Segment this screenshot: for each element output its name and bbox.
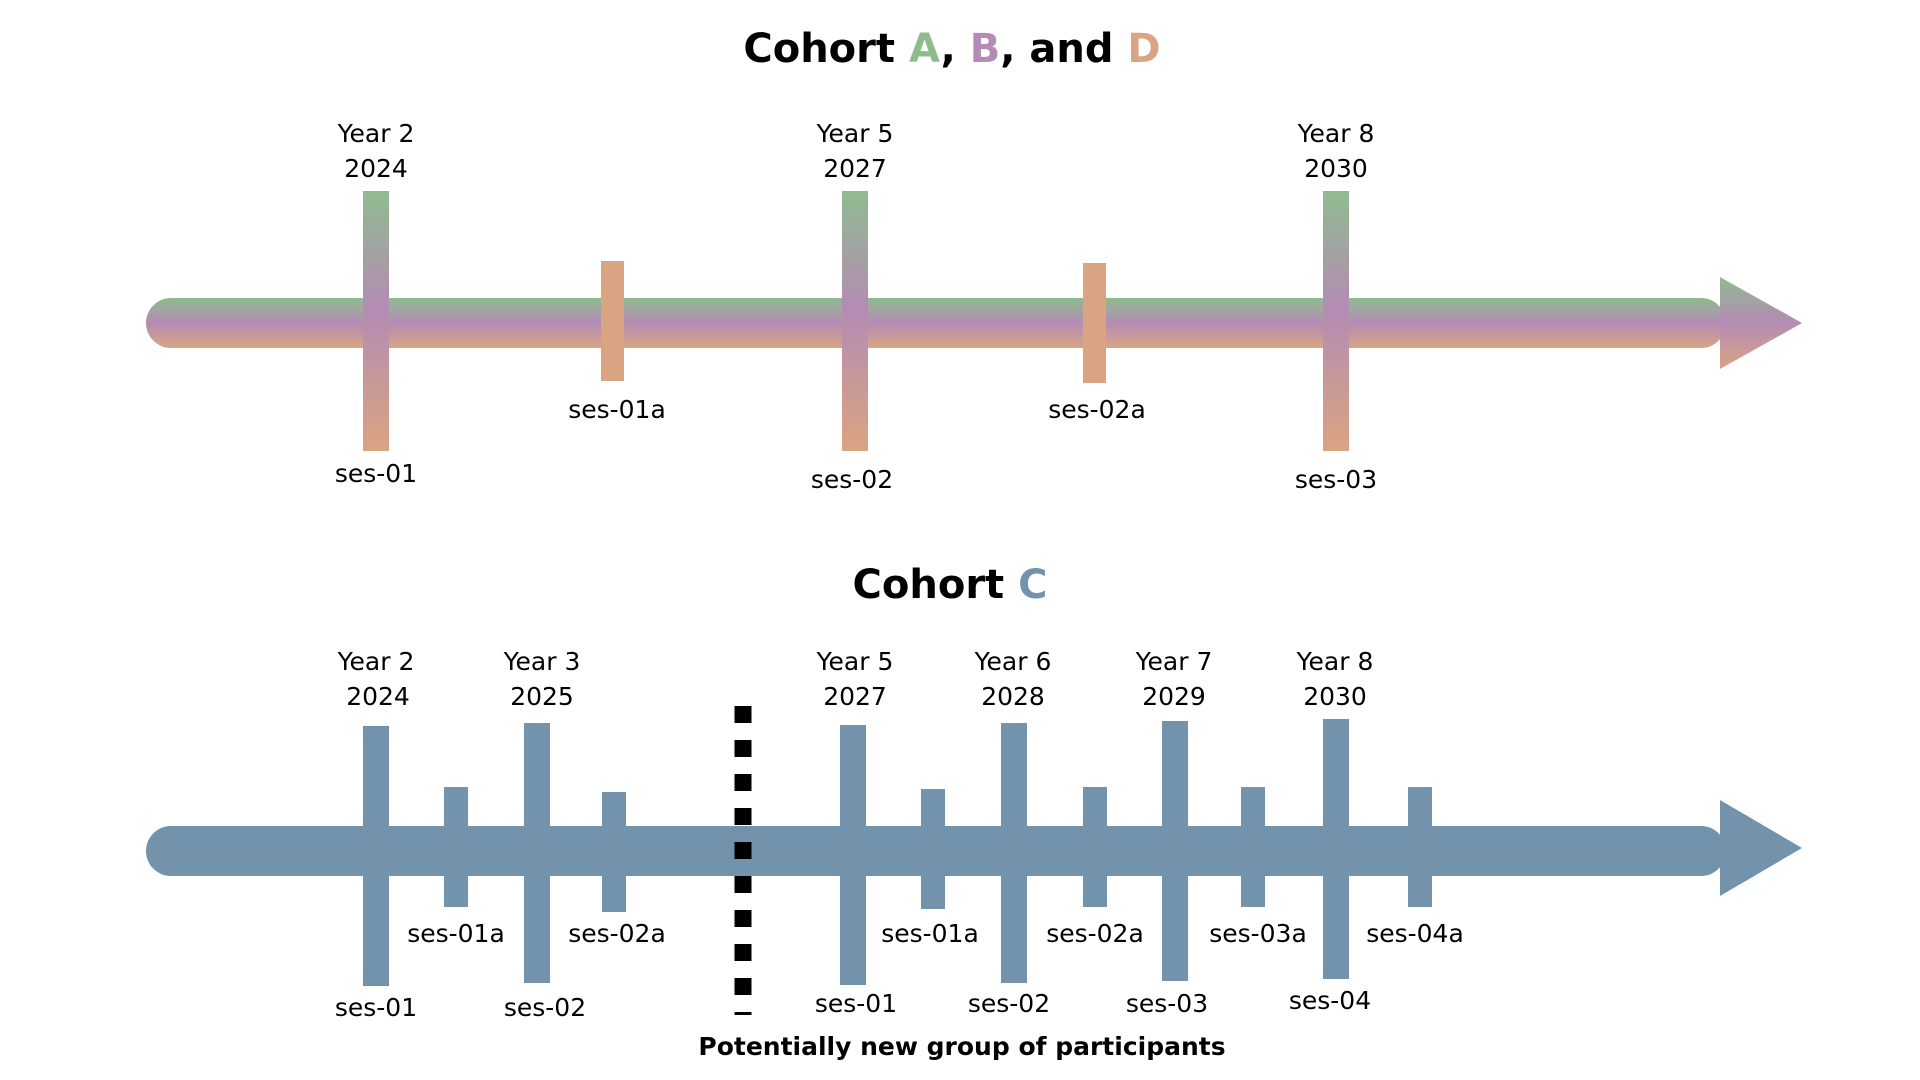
top-session-label: ses-03	[1295, 465, 1377, 494]
bottom-session-label: ses-01	[335, 993, 417, 1022]
top-year-label: Year 8	[1297, 119, 1375, 148]
top-marker-ses-01a	[601, 261, 624, 381]
bottom-session-label: ses-02	[968, 989, 1050, 1018]
bottom-marker-ses-03	[1162, 721, 1188, 981]
bottom-marker-ses-04	[1323, 719, 1349, 979]
bottom-session-label: ses-01	[815, 989, 897, 1018]
bottom-session-label: ses-02a	[568, 919, 666, 948]
top-marker-ses-03	[1323, 191, 1349, 451]
top-date-label: 2030	[1304, 154, 1368, 183]
top-section: Cohort A, B, and D Year 2 2024 Year 5 20…	[146, 26, 1802, 494]
title-cohort-a: A	[909, 26, 941, 72]
top-marker-ses-02a	[1083, 263, 1106, 383]
bottom-year-label: Year 6	[974, 647, 1052, 676]
top-marker-ses-02	[842, 191, 868, 451]
top-session-label: ses-02	[811, 465, 893, 494]
title-cohort-d: D	[1127, 26, 1160, 72]
bottom-year-label: Year 5	[816, 647, 894, 676]
bottom-date-label: 2027	[823, 682, 887, 711]
bottom-session-label: ses-01a	[881, 919, 979, 948]
bottom-marker-ses-02a	[602, 792, 626, 912]
bottom-timeline-arrow-head	[1720, 800, 1802, 896]
bottom-marker-ses-01-new	[840, 725, 866, 985]
bottom-session-label: ses-02a	[1046, 919, 1144, 948]
bottom-date-label: 2030	[1303, 682, 1367, 711]
bottom-session-label: ses-04	[1289, 986, 1371, 1015]
bottom-year-label: Year 7	[1135, 647, 1213, 676]
title-cohort-b: B	[970, 26, 1001, 72]
bottom-session-label: ses-04a	[1366, 919, 1464, 948]
bottom-session-label: ses-01a	[407, 919, 505, 948]
bottom-title: Cohort C	[853, 562, 1048, 608]
top-timeline-arrow-head	[1720, 277, 1802, 369]
new-group-caption: Potentially new group of participants	[698, 1032, 1225, 1061]
bottom-session-label: ses-03	[1126, 989, 1208, 1018]
bottom-marker-ses-01a-new	[921, 789, 945, 909]
bottom-date-label: 2024	[346, 682, 410, 711]
bottom-year-label: Year 8	[1296, 647, 1374, 676]
bottom-session-label: ses-03a	[1209, 919, 1307, 948]
bottom-marker-ses-01	[363, 726, 389, 986]
bottom-year-label: Year 2	[337, 647, 415, 676]
bottom-section: Cohort C Year 2 2024 Year 3 2025 Year 5 …	[146, 562, 1802, 1061]
top-marker-ses-01	[363, 191, 389, 451]
top-session-label: ses-01a	[568, 395, 666, 424]
bottom-date-label: 2028	[981, 682, 1045, 711]
bottom-marker-ses-02	[524, 723, 550, 983]
bottom-marker-ses-03a	[1241, 787, 1265, 907]
top-title: Cohort A, B, and D	[743, 26, 1160, 72]
title-cohort-c: C	[1018, 562, 1047, 608]
top-year-label: Year 2	[337, 119, 415, 148]
top-session-label: ses-02a	[1048, 395, 1146, 424]
top-date-label: 2024	[344, 154, 408, 183]
bottom-marker-ses-04a	[1408, 787, 1432, 907]
bottom-date-label: 2025	[510, 682, 574, 711]
bottom-marker-ses-02-new	[1001, 723, 1027, 983]
bottom-year-label: Year 3	[503, 647, 581, 676]
top-year-label: Year 5	[816, 119, 894, 148]
bottom-marker-ses-02a-new	[1083, 787, 1107, 907]
top-session-label: ses-01	[335, 459, 417, 488]
top-date-label: 2027	[823, 154, 887, 183]
bottom-session-label: ses-02	[504, 993, 586, 1022]
bottom-date-label: 2029	[1142, 682, 1206, 711]
bottom-marker-ses-01a	[444, 787, 468, 907]
